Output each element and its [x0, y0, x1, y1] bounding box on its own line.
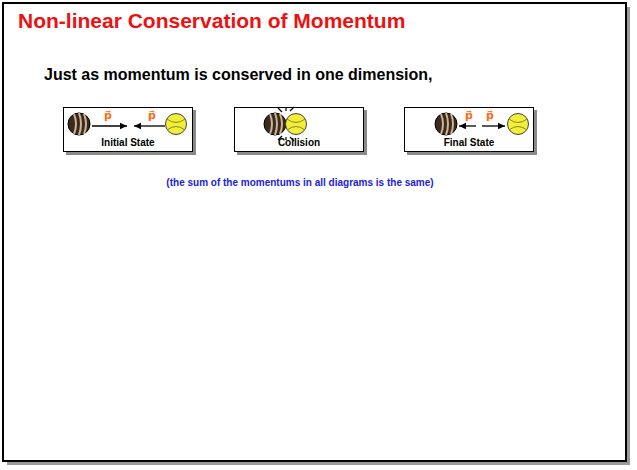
- state-box: Collision: [234, 107, 364, 152]
- bowling-ball: [264, 113, 286, 135]
- slide-title: Non-linear Conservation of Momentum: [18, 9, 405, 33]
- momentum-arrow: [134, 125, 165, 126]
- tennis-ball: [166, 114, 187, 135]
- box-ground: [63, 107, 193, 152]
- momentum-symbol: p⃗: [486, 109, 494, 122]
- slide-subtitle: Just as momentum is conserved in one dim…: [44, 66, 433, 84]
- bowling-ball: [435, 113, 457, 135]
- state-label: Initial State: [64, 137, 192, 149]
- caption-note: (the sum of the momentums in all diagram…: [0, 177, 600, 188]
- state-label: Collision: [235, 137, 363, 149]
- momentum-arrow: [482, 125, 505, 126]
- state-box: Initial State: [63, 107, 193, 152]
- impact-lines: [278, 107, 294, 141]
- box-ground: [404, 107, 534, 152]
- tennis-ball: [508, 114, 529, 135]
- momentum-symbol: p⃗: [465, 109, 473, 122]
- momentum-arrow: [459, 125, 476, 126]
- bowling-ball: [68, 113, 90, 135]
- slide-frame: [3, 3, 626, 461]
- tennis-ball: [286, 114, 307, 135]
- box-ground: [234, 107, 364, 152]
- momentum-symbol: p⃗: [148, 109, 156, 122]
- state-label: Final State: [405, 137, 533, 149]
- momentum-symbol: p⃗: [104, 109, 112, 122]
- momentum-arrow: [92, 125, 127, 126]
